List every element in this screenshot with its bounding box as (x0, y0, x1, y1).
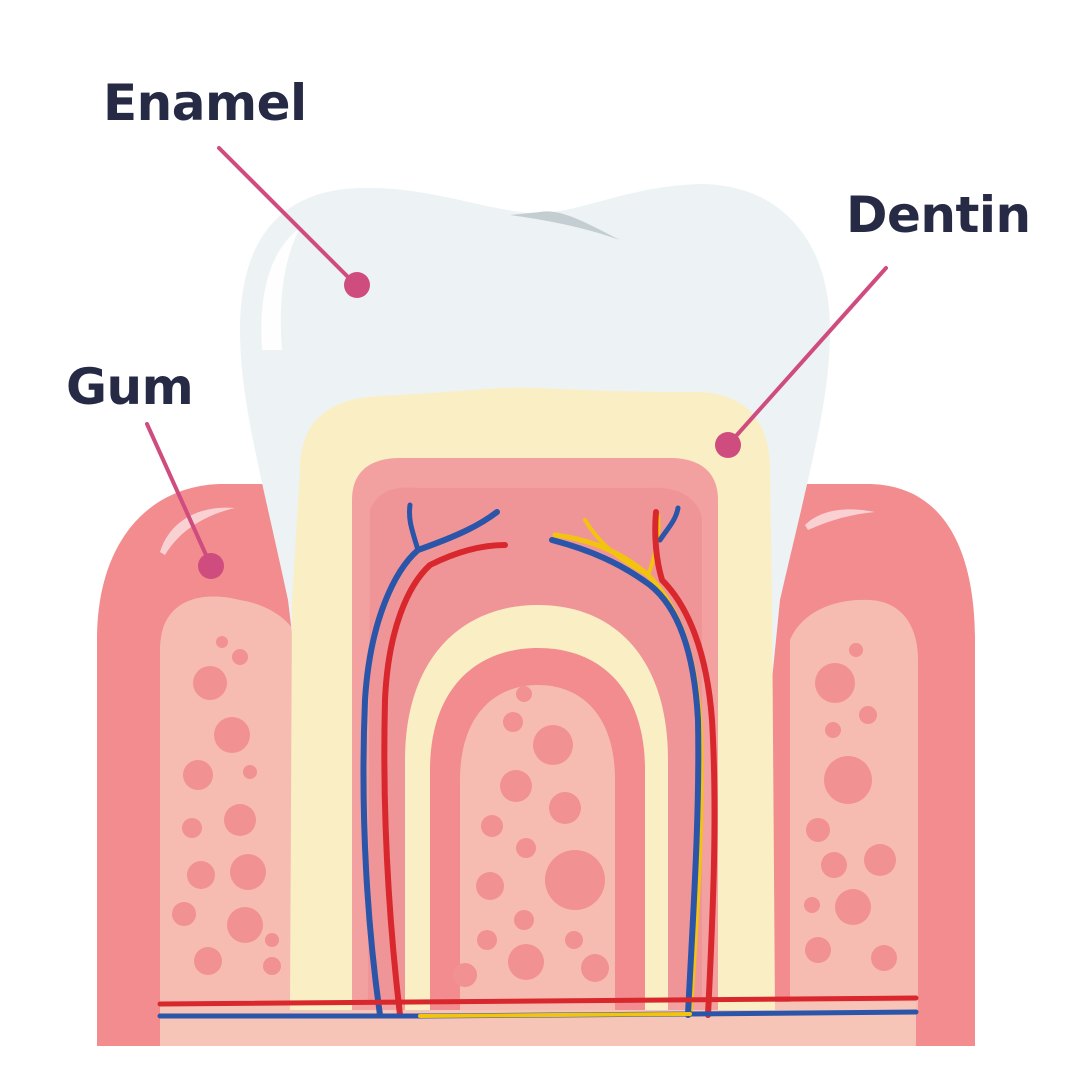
gum-label: Gum (66, 362, 193, 412)
gum-marker-dot (198, 553, 224, 579)
dentin-marker-dot (715, 432, 741, 458)
bone-left (160, 597, 300, 1010)
enamel-marker-dot (344, 272, 370, 298)
dentin-label: Dentin (846, 190, 1031, 240)
enamel-label: Enamel (103, 78, 307, 128)
